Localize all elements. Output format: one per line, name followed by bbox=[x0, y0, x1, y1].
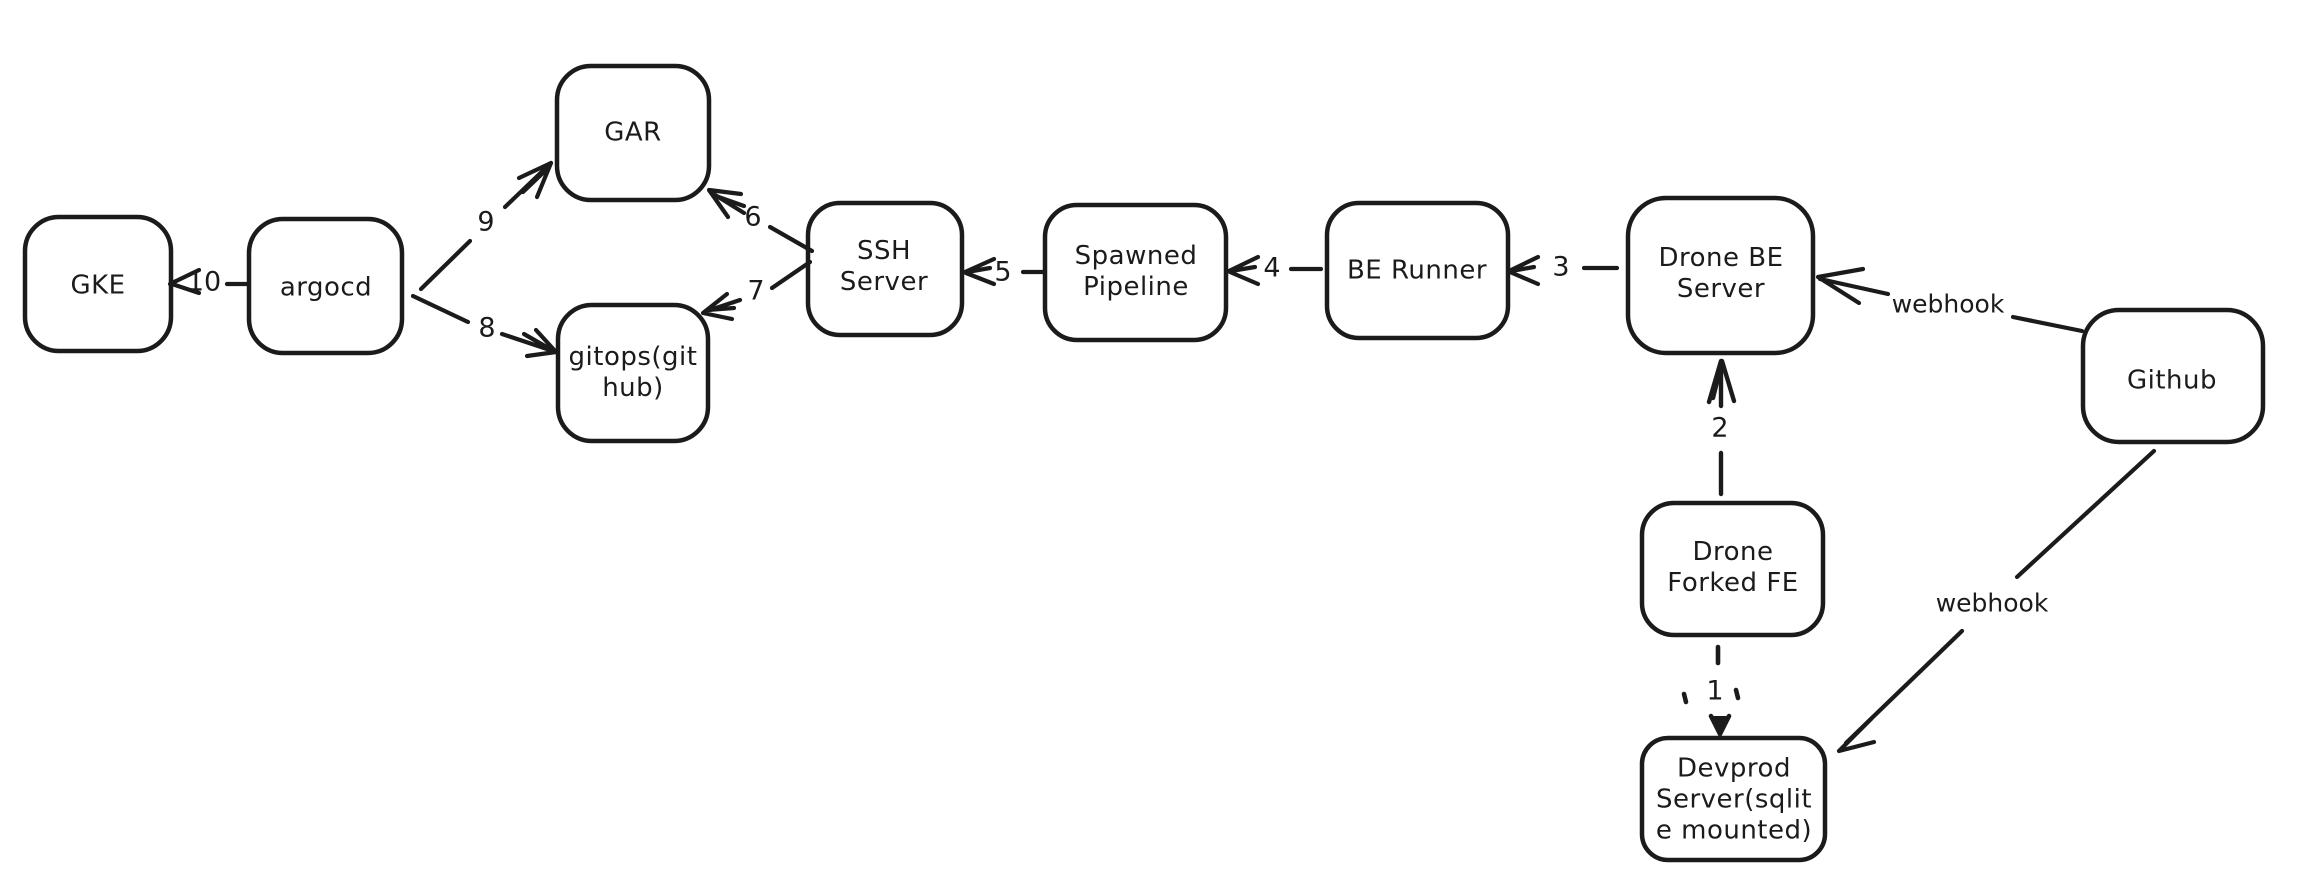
edge-step3 bbox=[1506, 254, 1620, 287]
edge-webhook-to-devprod bbox=[1836, 448, 2157, 754]
edge-step2 bbox=[1706, 358, 1737, 497]
node-label-drone-be-server: Drone BE Server bbox=[1658, 243, 1784, 304]
edge-label-step4: 4 bbox=[1263, 252, 1281, 284]
edge-label-step8: 8 bbox=[478, 312, 496, 344]
node-box-argocd bbox=[246, 216, 405, 356]
node-box-drone-forked-fe bbox=[1639, 500, 1826, 638]
node-box-devprod-server bbox=[1639, 735, 1828, 863]
edge-label-step1: 1 bbox=[1706, 675, 1724, 707]
node-label-spawned-pipeline: Spawned Pipeline bbox=[1074, 241, 1198, 302]
node-box-spawned-pipeline bbox=[1042, 202, 1229, 343]
node-box-gitops bbox=[555, 302, 711, 444]
edge-label-step6: 6 bbox=[744, 201, 762, 233]
node-label-github: Github bbox=[2126, 365, 2218, 396]
edge-label-step7: 7 bbox=[747, 275, 765, 307]
node-box-github bbox=[2080, 307, 2266, 445]
node-label-gke: GKE bbox=[70, 270, 126, 301]
edge-step8 bbox=[410, 293, 559, 359]
node-label-be-runner: BE Runner bbox=[1346, 255, 1488, 286]
node-box-gar bbox=[554, 63, 712, 203]
edge-step10 bbox=[167, 267, 250, 296]
edge-step7 bbox=[700, 259, 813, 322]
node-box-ssh-server bbox=[805, 200, 965, 338]
node-box-drone-be-server bbox=[1625, 195, 1816, 356]
edge-step5 bbox=[962, 256, 1045, 287]
edge-label-step2: 2 bbox=[1711, 412, 1729, 444]
node-label-gar: GAR bbox=[604, 117, 662, 148]
edge-step4 bbox=[1226, 254, 1324, 287]
edge-step1 bbox=[1681, 644, 1741, 737]
edge-label-webhook-to-drone-be: webhook bbox=[1891, 289, 2005, 319]
edge-step6 bbox=[706, 187, 815, 254]
edge-label-webhook-to-devprod: webhook bbox=[1935, 588, 2049, 618]
edge-label-step5: 5 bbox=[994, 256, 1012, 288]
node-label-gitops: gitops(git hub) bbox=[568, 342, 698, 403]
edge-webhook-to-drone-be bbox=[1815, 266, 2085, 334]
node-label-drone-forked-fe: Drone Forked FE bbox=[1667, 537, 1799, 598]
node-label-argocd: argocd bbox=[279, 272, 373, 303]
edge-step9 bbox=[418, 160, 554, 292]
edge-label-step10: 10 bbox=[186, 266, 222, 298]
node-label-devprod-server: Devprod Server(sqlit e mounted) bbox=[1655, 753, 1813, 846]
edge-label-step3: 3 bbox=[1552, 251, 1570, 283]
edge-label-step9: 9 bbox=[477, 206, 495, 238]
node-label-ssh-server: SSH Server bbox=[839, 236, 929, 297]
